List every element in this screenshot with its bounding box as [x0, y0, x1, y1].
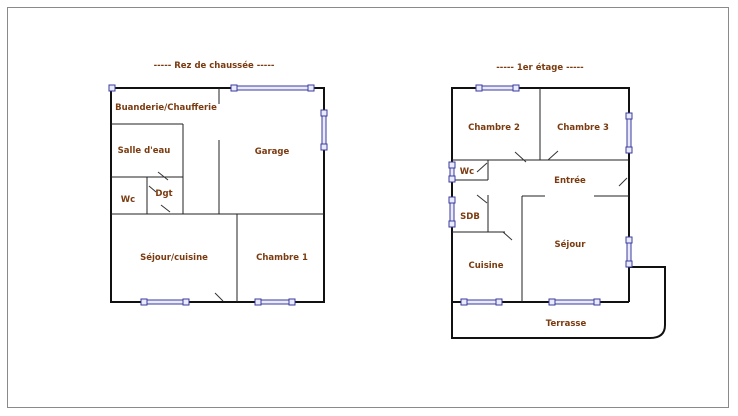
room-bedroom3: Chambre 3 [557, 123, 609, 133]
window-marker [495, 298, 503, 306]
room-bathroom: SDB [460, 212, 480, 222]
room-bathroom: Salle d'eau [118, 146, 171, 156]
window-marker [448, 220, 456, 228]
door [148, 185, 157, 193]
window [626, 239, 632, 265]
window-marker [288, 298, 296, 306]
ground-floor-title: ----- Rez de chaussée ----- [154, 60, 275, 71]
room-living-kitchen: Séjour/cuisine [140, 252, 208, 263]
window-marker [108, 84, 116, 92]
room-hall: Dgt [155, 189, 172, 199]
window [257, 299, 293, 305]
room-entrance: Entrée [554, 175, 586, 186]
door [502, 231, 513, 241]
window-marker [230, 84, 238, 92]
room-kitchen: Cuisine [469, 261, 504, 271]
window [321, 112, 327, 148]
drawing-frame [7, 7, 729, 408]
door [160, 204, 171, 213]
window [143, 299, 187, 305]
door [157, 171, 169, 181]
door [547, 150, 559, 161]
window-marker [625, 146, 633, 154]
window-marker [320, 143, 328, 151]
window [478, 85, 517, 91]
window [626, 115, 632, 151]
window-marker [448, 161, 456, 169]
window [551, 299, 598, 305]
door [214, 292, 224, 302]
window-marker [182, 298, 190, 306]
window [449, 199, 455, 225]
window-marker [475, 84, 483, 92]
window-marker [448, 175, 456, 183]
window-marker [307, 84, 315, 92]
window-marker [448, 196, 456, 204]
window [463, 299, 500, 305]
room-laundry: Buanderie/Chaufferie [115, 103, 217, 113]
window-marker [625, 260, 633, 268]
door [476, 194, 488, 204]
window-marker [320, 109, 328, 117]
room-garage: Garage [255, 147, 290, 157]
door [476, 162, 488, 173]
room-bedroom2: Chambre 2 [468, 123, 520, 133]
ground-floor-outer-wall [110, 87, 325, 303]
window-marker [460, 298, 468, 306]
ground-floor-plan: ----- Rez de chaussée ----- Bua [108, 60, 328, 306]
window-marker [512, 84, 520, 92]
window-marker [140, 298, 148, 306]
first-floor-outer-wall [451, 87, 666, 339]
door [514, 151, 527, 163]
window [233, 85, 312, 91]
door [618, 177, 628, 187]
room-living: Séjour [555, 239, 587, 250]
room-terrace: Terrasse [546, 319, 587, 329]
room-wc: Wc [460, 167, 474, 177]
window-marker [548, 298, 556, 306]
window-marker [625, 236, 633, 244]
first-floor-plan: ----- 1er étage ----- [448, 62, 666, 339]
room-wc: Wc [121, 195, 135, 205]
window-marker [593, 298, 601, 306]
room-bedroom1: Chambre 1 [256, 253, 308, 263]
window-marker [254, 298, 262, 306]
first-floor-title: ----- 1er étage ----- [496, 62, 584, 73]
window-marker [625, 112, 633, 120]
